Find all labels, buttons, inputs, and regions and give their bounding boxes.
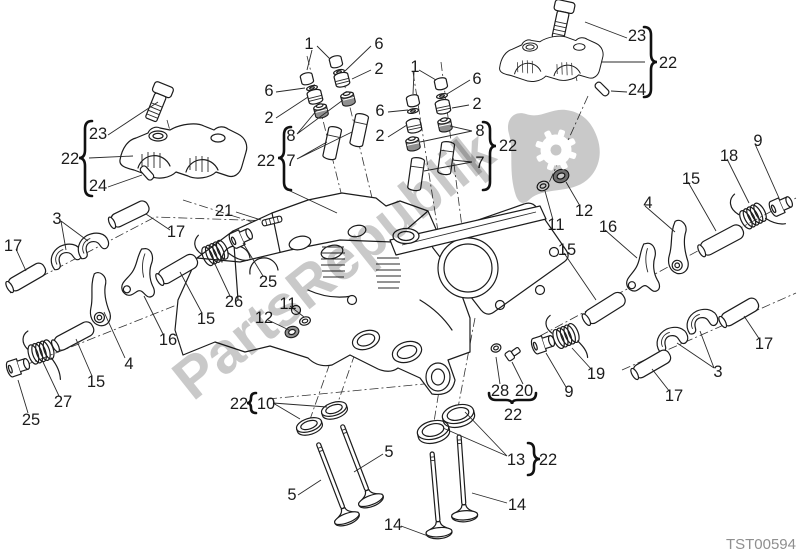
callout-17-23: 17 [4,237,22,255]
callout-5-46: 5 [384,443,393,461]
callout-11-43: 11 [547,216,564,234]
leader-lines [15,21,780,537]
callout-26-27: 26 [225,293,243,311]
cam-cap-right [498,34,605,84]
washer-28 [490,343,502,353]
callout-12-42: 12 [575,202,593,220]
callout-6-6: 6 [264,82,273,100]
callout-16-29: 16 [159,331,177,349]
valve-spring-ribs [321,246,401,289]
cylinder-head-drawing [174,192,569,396]
callout-8-16: 8 [475,122,484,140]
callout-22-51: 22 [504,406,522,424]
callout-17-59: 17 [755,335,773,353]
brace-22-mid-left [277,125,293,192]
callout-1-3: 1 [304,35,313,53]
callout-14-54: 14 [508,496,526,514]
callout-4-30: 4 [124,355,133,373]
callout-2-5: 2 [374,60,383,78]
callout-23-0: 23 [89,125,107,143]
callout-6-12: 6 [472,70,481,88]
valve-stem-parts-left [299,54,370,162]
callout-24-21: 24 [628,81,646,99]
gear-drop-icon [507,109,600,203]
seal-12-left [284,325,300,339]
callout-15-31: 15 [87,373,105,391]
cam-cap-left [119,123,248,179]
brace-22-mid-right [481,120,497,192]
callout-22-20: 22 [659,54,677,72]
callout-2-7: 2 [264,109,273,127]
callout-17-57: 17 [665,387,683,405]
callout-21-25: 21 [215,202,233,220]
callout-17-24: 17 [167,223,185,241]
callout-9-56: 9 [564,383,573,401]
callout-2-15: 2 [375,127,384,145]
callout-6-4: 6 [374,35,383,53]
callout-22-44: 22 [230,395,248,413]
callout-1-11: 1 [410,58,419,76]
callout-4-39: 4 [643,194,652,212]
callout-22-10: 22 [257,152,275,170]
callout-13-52: 13 [507,451,525,469]
seal-12-right [552,168,570,184]
group-braces [78,25,658,477]
adjuster-screw-21 [261,215,283,227]
cam-cap-bolt-right [551,0,576,40]
callout-23-19: 23 [628,27,646,45]
callout-15-41: 15 [558,241,576,259]
callout-3-22: 3 [52,210,61,228]
callout-9-36: 9 [753,132,762,150]
cam-beam [389,205,547,256]
callout-19-55: 19 [587,365,605,383]
callout-2-13: 2 [472,95,481,113]
diagram-code: TST00594 [726,536,796,552]
callout-22-18: 22 [499,137,517,155]
valve-14a [418,450,454,541]
brace-13-22 [526,441,541,477]
callout-3-58: 3 [713,363,722,381]
brace-22-top-left [78,119,94,198]
callout-12-35: 12 [255,309,273,327]
callout-24-2: 24 [89,177,107,195]
callout-7-9: 7 [286,152,295,170]
brace-22-top-right [642,25,658,99]
callout-7-17: 7 [475,154,484,172]
callout-14-48: 14 [384,516,402,534]
brace-22-10 [246,391,258,415]
rocker-cluster-right [490,168,796,381]
callout-11-34: 11 [279,295,296,313]
center-axis-lines [7,41,797,429]
callout-8-8: 8 [286,127,295,145]
half-ring-11-right [536,180,550,192]
locating-pin-right [594,81,610,97]
rocker-cluster-left [4,200,311,380]
callout-22-53: 22 [539,451,557,469]
cam-cap-bolt-left [145,81,174,123]
callout-15-38: 15 [682,170,700,188]
valve-14b [445,433,479,524]
callout-10-45: 10 [257,395,275,413]
callout-25-33: 25 [22,411,40,429]
underbrace-28-20 [487,391,538,405]
callout-27-32: 27 [54,393,72,411]
callout-5-47: 5 [287,486,296,504]
callout-16-40: 16 [599,218,617,236]
callout-6-14: 6 [375,102,384,120]
callout-18-37: 18 [720,147,738,165]
callout-28-49: 28 [491,382,509,400]
screw-20 [504,346,521,362]
callout-22-1: 22 [61,150,79,168]
callout-25-26: 25 [259,273,277,291]
callout-15-28: 15 [197,310,215,328]
locating-pin-left [139,165,155,181]
callout-20-50: 20 [515,382,533,400]
